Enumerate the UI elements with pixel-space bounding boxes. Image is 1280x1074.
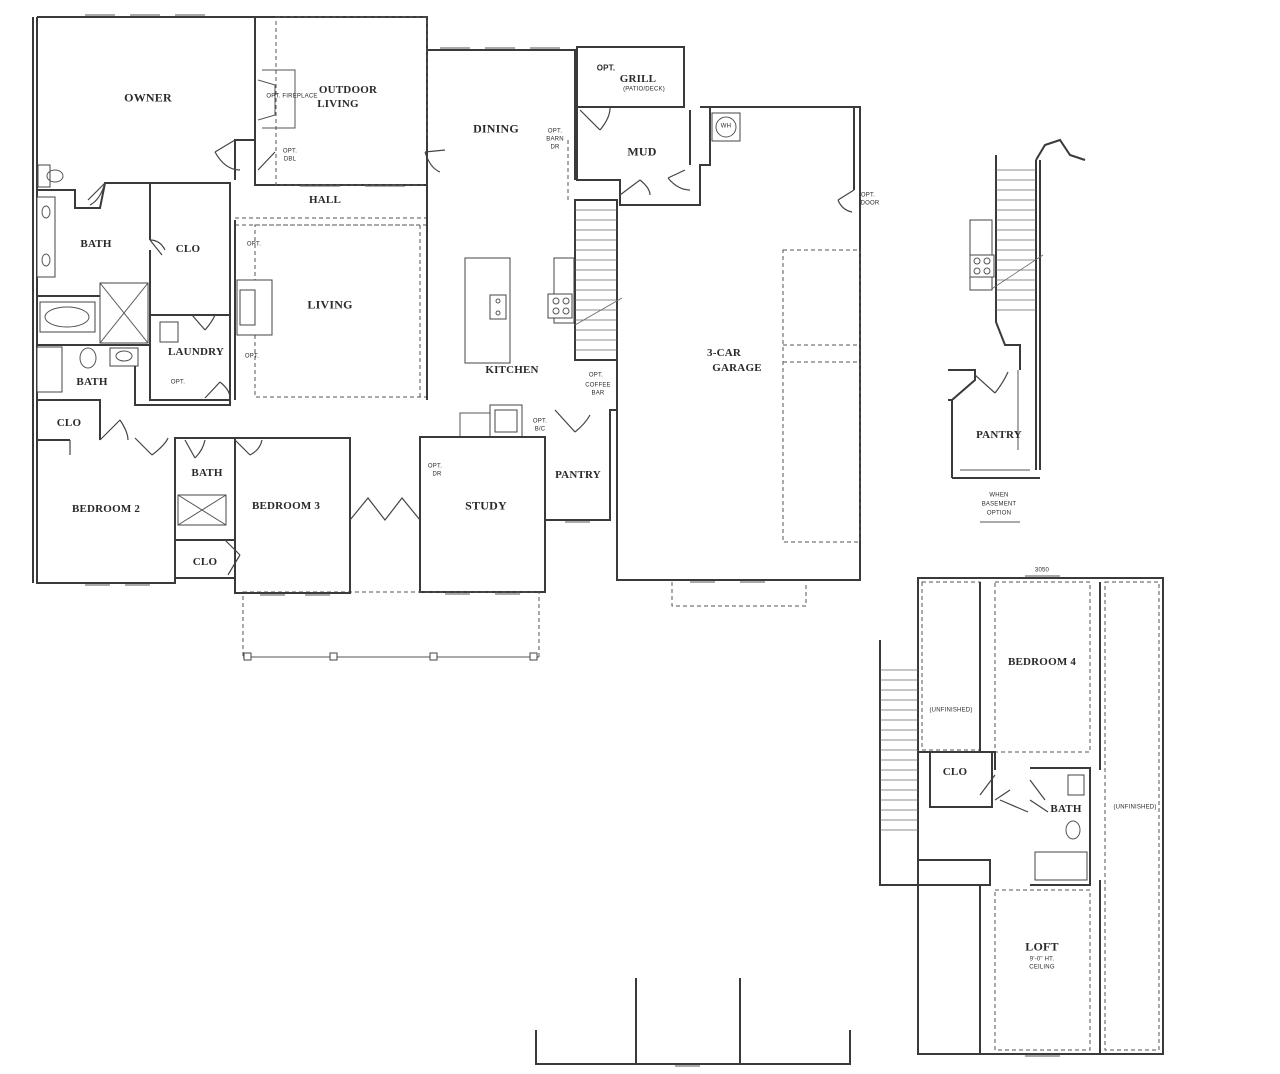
basement-pantry-label: PANTRY <box>976 429 1022 441</box>
outdoor-living-label: OUTDOOR <box>318 84 378 96</box>
second-floor-bath-label: BATH <box>1050 803 1082 815</box>
laundry-label: LAUNDRY <box>167 346 225 358</box>
owner-bath-label: BATH <box>80 238 112 250</box>
opt-living-note-2: OPT. <box>244 353 260 360</box>
basement-note-1: WHEN <box>989 492 1009 499</box>
grill-label: GRILL <box>619 73 657 85</box>
basement-note-2: BASEMENT <box>981 501 1017 508</box>
bedroom-4-label: BEDROOM 4 <box>1007 656 1077 668</box>
opt-door-note: OPT. <box>860 192 876 199</box>
opt-bc-note-2: B/C <box>534 426 546 433</box>
opt-coffee-note-2: COFFEE <box>585 382 611 389</box>
opt-barn-note-3: DR <box>550 144 560 151</box>
unfinished-right-label: (UNFINISHED) <box>1113 804 1157 811</box>
owner-label: OWNER <box>124 90 172 105</box>
basement-option-walls <box>948 138 1086 523</box>
opt-bc-note: OPT. <box>532 418 548 425</box>
dining-label: DINING <box>473 121 519 136</box>
opt-study-note: OPT. <box>427 463 443 470</box>
opt-fireplace-note: OPT. FIREPLACE <box>266 93 318 100</box>
loft-label: LOFT <box>1025 939 1059 954</box>
bath-3-label: BATH <box>191 467 223 479</box>
bedroom-3-label: BEDROOM 3 <box>251 500 321 512</box>
bedroom-2-label: BEDROOM 2 <box>71 503 141 515</box>
hall-label: HALL <box>309 194 341 206</box>
owner-clo-label: CLO <box>175 243 201 255</box>
living-label: LIVING <box>307 297 353 312</box>
opt-dbl-note-2: DBL <box>283 156 297 163</box>
basement-note-3: OPTION <box>986 510 1012 517</box>
loft-note-2: CEILING <box>1029 964 1055 971</box>
opt-coffee-note-3: BAR <box>591 390 605 397</box>
opt-laundry-note: OPT. <box>170 379 186 386</box>
opt-grill-note: OPT. <box>596 63 616 73</box>
opt-barn-note-2: BARN <box>546 136 564 143</box>
main-floor-walls <box>32 14 861 661</box>
opt-study-note-2: DR <box>432 471 442 478</box>
clo-2-label: CLO <box>56 417 82 429</box>
patio-deck-note: (PATIO/DECK) <box>623 86 665 93</box>
clo-3-label: CLO <box>192 556 218 568</box>
wh-label: WH <box>720 123 732 130</box>
opt-dbl-note: OPT. <box>282 148 298 155</box>
unfinished-left-label: (UNFINISHED) <box>929 707 973 714</box>
mud-label: MUD <box>627 144 657 159</box>
garage-label: 3-CAR <box>707 347 741 359</box>
opt-living-note: OPT. <box>246 241 262 248</box>
partial-drawing-bottom <box>535 978 851 1067</box>
second-floor-clo-label: CLO <box>942 766 968 778</box>
loft-note-1: 9'-0" HT. <box>1029 956 1055 963</box>
pantry-label: PANTRY <box>555 469 601 481</box>
opt-barn-note: OPT. <box>547 128 563 135</box>
outdoor-living-label-2: LIVING <box>317 98 359 110</box>
second-floor-walls <box>879 575 1164 1057</box>
garage-label-2: GARAGE <box>712 362 762 374</box>
opt-coffee-note: OPT. <box>588 372 604 379</box>
bath-2-label: BATH <box>76 376 108 388</box>
opt-door-note-2: DOOR <box>860 200 880 207</box>
window-tag: 3050 <box>1034 567 1050 574</box>
study-label: STUDY <box>465 498 507 513</box>
kitchen-label: KITCHEN <box>485 364 539 376</box>
